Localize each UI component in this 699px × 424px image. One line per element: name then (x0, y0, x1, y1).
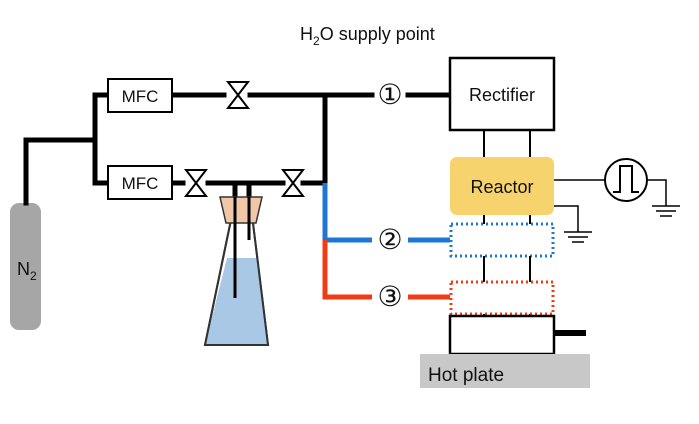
valve-top (225, 81, 251, 109)
valve-bubbler-inlet (183, 169, 209, 197)
gas-piping (23, 92, 453, 206)
mfc-top-label: MFC (122, 87, 159, 106)
mfc-bottom-box (107, 165, 173, 200)
red-supply-line (322, 240, 372, 300)
mfc-top-box (107, 78, 173, 113)
red-dotted-chamber (449, 280, 555, 316)
mfc-bottom-label: MFC (122, 174, 159, 193)
pulse-ground-icon (647, 179, 680, 217)
rectifier-box (448, 56, 556, 132)
rectifier-label: Rectifier (469, 85, 535, 105)
water-fill (205, 258, 268, 345)
valve-bubbler-outlet (280, 169, 306, 197)
supply-point-1: ① (377, 79, 402, 110)
pulse-waveform-icon (613, 165, 639, 193)
h2o-supply-point-title: H2O supply point (300, 24, 435, 48)
hot-plate-label: Hot plate (428, 365, 504, 386)
supply-point-2: ② (377, 224, 402, 255)
blue-supply-line (322, 183, 372, 243)
hot-plate (420, 354, 590, 388)
rectifier-connectors (483, 130, 531, 157)
reactor-box (450, 157, 554, 215)
nitrogen-label: N2 (17, 259, 37, 283)
heater-block (448, 314, 556, 356)
flask-stopper (219, 196, 263, 224)
blue-dotted-chamber (449, 222, 555, 258)
supply-point-3: ③ (377, 281, 402, 312)
nitrogen-cylinder (10, 203, 41, 330)
reactor-label: Reactor (470, 177, 533, 197)
reactor-ground-icon (554, 205, 592, 243)
